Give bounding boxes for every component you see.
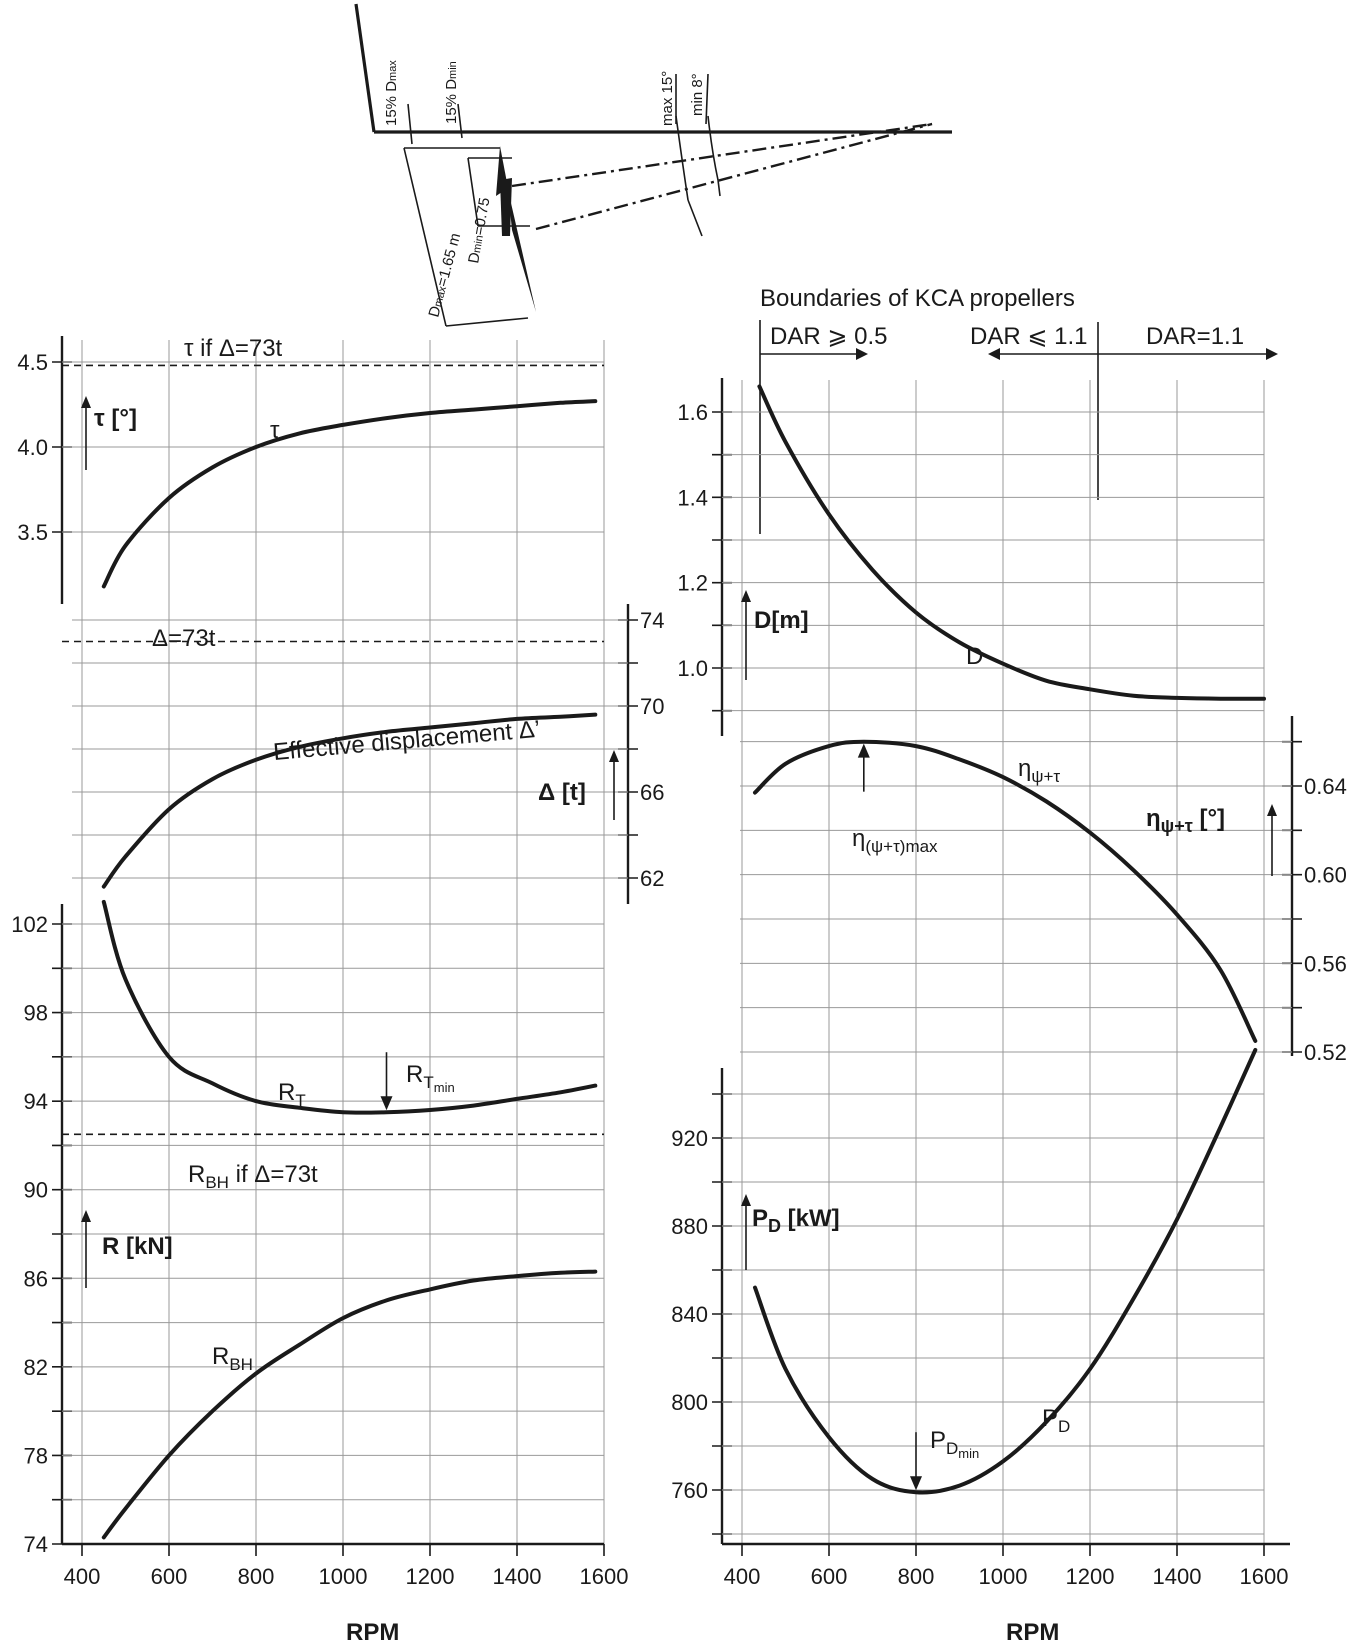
right-xlabel: RPM: [1006, 1619, 1059, 1644]
diameter-curve-label: D: [966, 643, 983, 670]
power-series-0-line: [753, 1048, 1258, 1495]
resistance-ylabel: R [kN]: [102, 1233, 173, 1260]
resistance-xtick-label-0: 400: [64, 1564, 101, 1589]
kca-mid: DAR ⩽ 1.1: [970, 323, 1087, 350]
power-xtick-label-4: 1200: [1066, 1564, 1115, 1589]
displacement-ytick-label-2: 70: [640, 694, 664, 719]
propeller-blade-lower: [508, 190, 536, 312]
resistance-ytick-label-5: 94: [24, 1089, 48, 1114]
eta-curve-label: ηψ+τ: [1018, 755, 1060, 786]
resistance-xtick-label-5: 1400: [493, 1564, 542, 1589]
schematic-max-angle: max 15°: [659, 71, 676, 126]
charts-root: 3.5 4.0 4.5 62 66 70 74 74 78 82 86 90 94 98 102 1.0 1.2…: [11, 336, 1347, 1589]
rbh-curve-label: RBH: [212, 1343, 253, 1374]
efficiency-ytick-label-2: 0.60: [1304, 863, 1347, 888]
power-ytick-label-4: 920: [671, 1126, 708, 1151]
resistance-xtick-label-3: 1000: [319, 1564, 368, 1589]
pd-curve-label: PD: [1042, 1405, 1070, 1436]
efficiency-ytick-label-1: 0.56: [1304, 951, 1347, 976]
resistance-annotation-arrowhead: [380, 1096, 393, 1111]
resistance-xtick-label-2: 800: [238, 1564, 275, 1589]
displacement-reference-label: Δ=73t: [152, 625, 216, 652]
power-ytick-label-0: 760: [671, 1478, 708, 1503]
power-xtick-label-1: 600: [811, 1564, 848, 1589]
resistance-ytick-label-6: 98: [24, 1001, 48, 1026]
displacement-curve-label: Effective displacement Δ’: [272, 716, 541, 766]
resistance-ytick-label-2: 82: [24, 1355, 48, 1380]
power-xtick-label-2: 800: [898, 1564, 935, 1589]
resistance-ytick-label-7: 102: [11, 912, 48, 937]
left-xlabel: RPM: [346, 1619, 399, 1644]
schematic-min-angle: min 8°: [689, 73, 706, 116]
rt-min-label: RTmin: [406, 1061, 455, 1095]
resistance-ytick-label-4: 90: [24, 1178, 48, 1203]
efficiency-ytick-label-3: 0.64: [1304, 774, 1347, 799]
schematic-dmax: Dmax=1.65 m: [425, 231, 464, 319]
diameter-ytick-label-3: 1.6: [677, 400, 708, 425]
power-ytick-label-3: 880: [671, 1214, 708, 1239]
resistance-xtick-label-6: 1600: [580, 1564, 629, 1589]
efficiency-ytick-label-0: 0.52: [1304, 1040, 1347, 1065]
schematic-dmax-pct: 15% Dmax: [383, 60, 400, 126]
power-annotation-arrowhead: [910, 1476, 922, 1491]
resistance-series-1-line: [101, 1269, 598, 1540]
power-xtick-label-3: 1000: [979, 1564, 1028, 1589]
efficiency-annotation-arrowhead: [857, 743, 870, 758]
power-ytick-label-2: 840: [671, 1302, 708, 1327]
kca-boundaries: Boundaries of KCA propellers DAR ⩾ 0.5 D…: [759, 285, 1278, 534]
axis-arrows: [81, 396, 1277, 1288]
tau-ytick-label-2: 4.5: [17, 350, 48, 375]
displacement-ytick-label-0: 62: [640, 866, 664, 891]
kca-right: DAR=1.1: [1146, 323, 1244, 350]
propeller-hub: [500, 178, 512, 236]
resistance-ytick-label-3: 86: [24, 1266, 48, 1291]
tau-curve-label: τ: [270, 417, 280, 444]
displacement-ytick-label-3: 74: [640, 608, 664, 633]
displacement-ylabel: Δ [t]: [538, 779, 586, 806]
power-ytick-label-1: 800: [671, 1390, 708, 1415]
power-xtick-label-6: 1600: [1240, 1564, 1289, 1589]
tau-series-0-line: [101, 399, 598, 589]
pd-min-label: PDmin: [930, 1427, 979, 1461]
static-labels: τ if Δ=73t τ [°] τ Δ=73t Effective displ…: [94, 335, 1225, 1644]
displacement-series-0-line: [101, 712, 598, 889]
schematic-dmin: Dmin=0.75: [465, 196, 493, 264]
power-xtick-label-0: 400: [724, 1564, 761, 1589]
eta-max-label: η(ψ+τ)max: [852, 825, 938, 856]
resistance-ytick-label-0: 74: [24, 1532, 48, 1557]
resistance-ytick-label-1: 78: [24, 1443, 48, 1468]
kca-left: DAR ⩾ 0.5: [770, 323, 887, 350]
tau-ylabel: τ [°]: [94, 405, 137, 432]
resistance-xtick-label-4: 1200: [406, 1564, 455, 1589]
resistance-xtick-label-1: 600: [151, 1564, 188, 1589]
diameter-ylabel: D[m]: [754, 607, 809, 634]
efficiency-series-0-line: [753, 739, 1258, 1043]
diameter-series-0-line: [757, 384, 1266, 701]
diameter-ytick-label-2: 1.4: [677, 485, 708, 510]
power-xtick-label-5: 1400: [1153, 1564, 1202, 1589]
tau-ytick-label-1: 4.0: [17, 435, 48, 460]
resistance-series-0-line: [101, 899, 598, 1115]
rbh-reference-label: RBH if Δ=73t: [188, 1161, 318, 1192]
tau-reference-label: τ if Δ=73t: [184, 335, 283, 362]
tau-ytick-label-0: 3.5: [17, 520, 48, 545]
efficiency-ylabel: ηψ+τ [°]: [1146, 805, 1225, 836]
rt-curve-label: RT: [278, 1079, 306, 1110]
hull-propeller-schematic: 15% Dmax 15% Dmin max 15° min 8° Dmax=1.…: [354, 3, 952, 327]
displacement-ytick-label-1: 66: [640, 780, 664, 805]
kca-title: Boundaries of KCA propellers: [760, 285, 1075, 312]
schematic-dmin-pct: 15% Dmin: [443, 61, 460, 124]
diameter-ytick-label-1: 1.2: [677, 571, 708, 596]
diameter-ytick-label-0: 1.0: [677, 656, 708, 681]
power-ylabel: PD [kW]: [752, 1205, 840, 1236]
